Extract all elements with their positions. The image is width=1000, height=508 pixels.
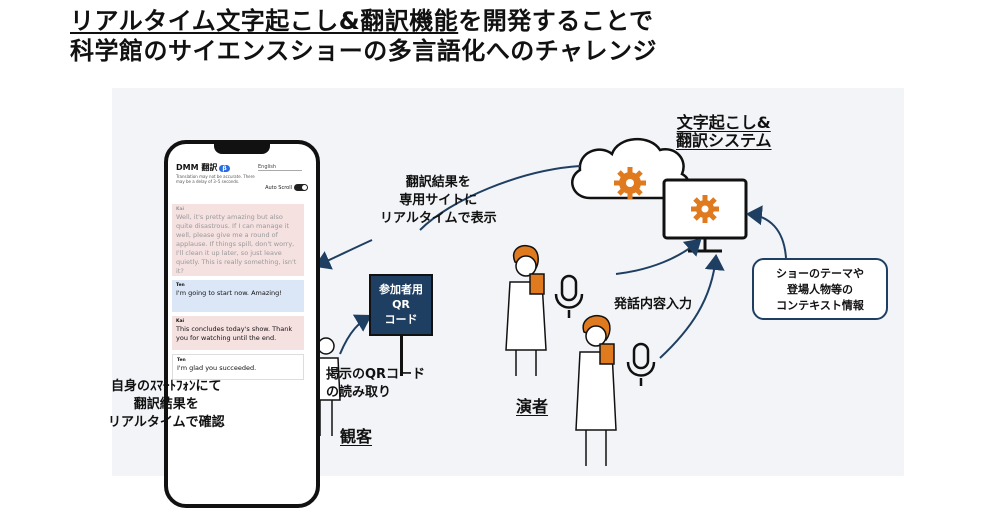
qr-sign-stand	[400, 336, 403, 376]
speaker-name: Ten	[177, 358, 186, 363]
arrow-to-phone	[314, 239, 373, 270]
title-rest: を開発することで	[458, 7, 654, 35]
arrow-context	[746, 205, 787, 259]
message-bubble: Ten I'm glad you succeeded.	[172, 354, 304, 380]
message-bubble: Kai Well, it's pretty amazing but also q…	[172, 204, 304, 276]
label-performer: 演者	[516, 397, 549, 416]
cloud-gear-icon	[571, 137, 691, 200]
speaker-name: Ten	[176, 283, 185, 288]
brand-text: DMM 翻訳	[176, 163, 218, 172]
label-audience: 観客	[340, 427, 373, 446]
language-select[interactable]: English	[258, 164, 302, 171]
monitor-gear-icon	[662, 178, 748, 253]
context-info-box: ショーのテーマや 登場人物等の コンテキスト情報	[752, 258, 888, 320]
phone-notch	[214, 144, 270, 154]
message-bubble: Kai This concludes today's show. Thank y…	[172, 316, 304, 350]
arrow-cloud-to-text	[419, 165, 581, 231]
title-line-2: 科学館のサイエンスショーの多言語化へのチャレンジ	[70, 37, 658, 65]
label-check-on-phone: 自身のｽﾏｰﾄﾌｫﾝにて 翻訳結果を リアルタイムで確認	[108, 379, 225, 430]
speaker-name: Kai	[176, 207, 185, 212]
autoscroll-label: Auto Scroll	[265, 185, 292, 191]
brand-badge: β	[219, 165, 230, 172]
microphone-icon	[554, 274, 584, 318]
performer-1-figure	[505, 244, 547, 376]
microphone-icon	[626, 342, 656, 386]
message-text: I'm going to start now. Amazing!	[176, 289, 282, 297]
toggle-switch-icon[interactable]	[294, 184, 308, 191]
autoscroll-toggle[interactable]: Auto Scroll	[265, 184, 308, 191]
performer-2-figure	[575, 314, 617, 466]
message-text: Well, it's pretty amazing but also quite…	[176, 213, 297, 275]
disclaimer-note: Translation may not be accurate. There m…	[176, 174, 255, 184]
title-underlined: リアルタイム文字起こし&翻訳機能	[70, 7, 459, 35]
label-speech-input: 発話内容入力	[614, 297, 693, 312]
qr-sign: 参加者用 QR コード	[369, 274, 433, 336]
message-bubble: Ten I'm going to start now. Amazing!	[172, 280, 304, 312]
speaker-name: Kai	[176, 319, 185, 324]
message-text: This concludes today's show. Thank you f…	[176, 325, 293, 342]
label-translation-result: 翻訳結果を 専用サイトに リアルタイムで表示	[380, 175, 497, 226]
arrow-speech-1	[615, 238, 702, 275]
arrow-speech-2	[659, 254, 725, 359]
label-qr-read: 掲示のQRコード の読み取り	[326, 367, 426, 400]
label-system: 文字起こし& 翻訳システム	[676, 113, 772, 150]
arrow-qr	[339, 314, 372, 355]
message-text: I'm glad you succeeded.	[177, 364, 257, 372]
title-line-1: リアルタイム文字起こし&翻訳機能を開発することで	[70, 6, 654, 36]
